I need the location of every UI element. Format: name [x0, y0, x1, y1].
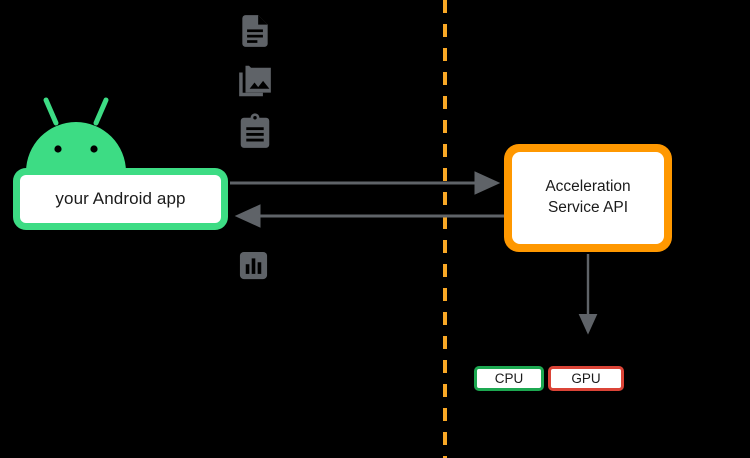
cpu-label: CPU — [494, 371, 524, 386]
gpu-label: GPU — [571, 371, 601, 386]
acceleration-service-api-box-inner: Acceleration Service API — [512, 152, 664, 244]
api-label-line-2: Service API — [547, 199, 629, 216]
gpu-chip[interactable]: GPU — [548, 366, 624, 391]
photo-library-icon — [236, 63, 274, 101]
android-app-box[interactable]: your Android app — [13, 168, 228, 230]
android-app-label: your Android app — [55, 189, 186, 208]
cpu-chip[interactable]: CPU — [474, 366, 544, 391]
document-icon — [236, 12, 274, 50]
acceleration-service-api-box[interactable]: Acceleration Service API — [504, 144, 672, 252]
process-boundary-divider — [443, 0, 447, 458]
android-app-box-inner: your Android app — [20, 175, 221, 223]
bar-chart-icon — [238, 250, 269, 281]
clipboard-icon — [236, 113, 274, 151]
android-robot-icon — [22, 96, 130, 174]
api-label-line-1: Acceleration — [545, 178, 631, 196]
